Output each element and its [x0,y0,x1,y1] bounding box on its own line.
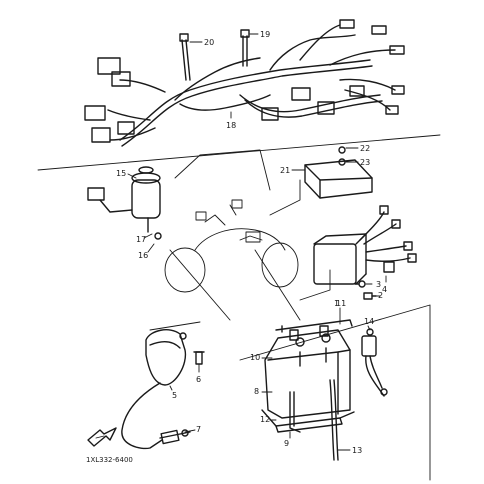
leader-5 [169,385,173,391]
callout-label: 10 [250,353,260,362]
leader-14 [367,325,371,331]
callout-label: 12 [260,415,270,424]
section-line-right [269,179,301,216]
harness-divider-line [37,134,441,171]
callout-label: 23 [360,158,370,167]
callout-label: 14 [364,317,374,326]
leader-7 [184,429,196,433]
battery-tray [261,409,355,433]
leader-17 [143,233,153,239]
leader-16 [147,243,155,253]
callout-label: 18 [226,121,236,130]
callout-label: 7 [196,425,201,434]
callout-label: 4 [382,285,387,294]
callout-label: 1 [334,299,339,308]
motorcycle-silhouette [164,199,299,293]
callout-label: 8 [254,387,259,396]
nut-2 [363,292,377,300]
callout-label: 5 [172,391,177,400]
wire-harness [84,19,405,147]
bolt-3 [354,280,366,288]
callout-label: 16 [138,251,148,260]
control-unit [304,146,373,199]
battery-band [289,391,301,433]
section-line-left [169,249,231,321]
battery-bracket [275,319,353,333]
breather-tube [329,379,339,461]
leader-15 [127,173,137,179]
section-line-mid [254,249,301,321]
callout-label: 13 [352,446,362,455]
callout-label: 2 [378,291,383,300]
frame-lower-right [299,269,331,301]
relay [313,205,417,285]
callout-label: 20 [204,38,214,47]
front-arrow-icon [87,427,117,447]
callout-label: 9 [284,439,289,448]
callout-label: 21 [280,166,290,175]
callout-label: 6 [196,375,201,384]
callout-label: 17 [136,235,146,244]
callout-label: 11 [336,299,346,308]
drawing-code: 1XL332-6400 [86,456,133,464]
callout-label: 19 [260,30,270,39]
battery [264,325,351,419]
main-switch [87,166,162,240]
callout-label: 15 [116,169,126,178]
fuse-holder [361,328,388,397]
frame-upper-left [174,149,271,191]
callout-label: 3 [376,280,381,289]
callout-label: 22 [360,144,370,153]
wire-clamp-20 [179,33,191,81]
wire-clamp-19 [240,29,250,67]
ignition-coil [121,329,191,450]
screw-6 [193,351,205,365]
frame-bottom-left [149,321,201,331]
